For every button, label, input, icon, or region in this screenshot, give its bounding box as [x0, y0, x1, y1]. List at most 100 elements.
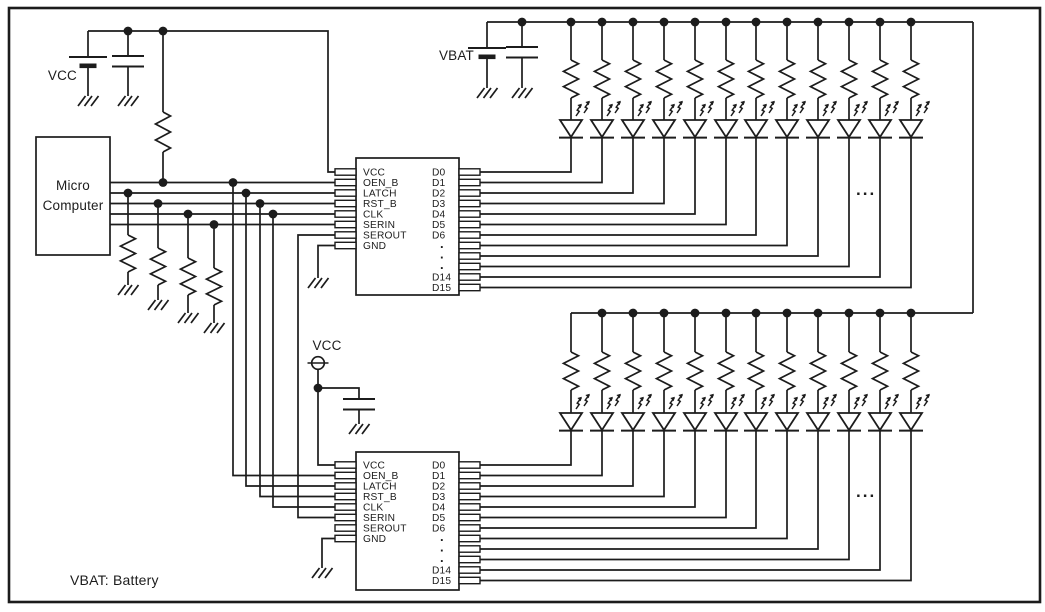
resistor	[716, 59, 736, 99]
wire	[317, 244, 335, 278]
junction-dot	[597, 17, 607, 27]
d-pin-ellipsis-label: .	[440, 540, 444, 555]
d-pin-label: D6	[432, 231, 446, 242]
led-icon	[620, 412, 646, 432]
led-output-wire	[480, 137, 727, 226]
resistor	[901, 351, 921, 391]
junction-dot	[906, 17, 916, 27]
light-arrow-icon	[606, 396, 613, 410]
battery-icon	[468, 47, 506, 60]
light-arrow-icon	[730, 396, 737, 410]
led-icon	[713, 412, 739, 432]
pin-stub	[458, 252, 481, 260]
d-pin-label: D1	[432, 471, 446, 482]
d-pin-label: D4	[432, 210, 446, 221]
junction-dot	[813, 308, 823, 318]
junction-dot	[255, 199, 265, 208]
pin-stub	[458, 482, 481, 490]
junction-dot	[268, 209, 278, 219]
led-output-wire	[480, 430, 665, 498]
led-icon	[558, 119, 584, 139]
d-pin-label: D14	[432, 566, 451, 577]
d-pin-label: D15	[432, 576, 451, 587]
led-output-wire	[480, 430, 881, 571]
junction-dot	[183, 209, 193, 219]
junction-dot	[628, 17, 638, 27]
resistor	[685, 59, 705, 99]
light-arrow-icon	[830, 393, 837, 407]
pin-stub	[458, 545, 481, 553]
junction-dot	[875, 17, 885, 27]
led-output-wire	[480, 430, 603, 477]
led-icon	[682, 119, 708, 139]
resistor	[153, 111, 173, 153]
junction-dot	[123, 188, 133, 198]
resistor	[148, 247, 168, 286]
led-output-wire	[480, 137, 572, 173]
led-icon	[682, 412, 708, 432]
vcc-label: VCC	[48, 68, 77, 83]
pin-label: GND	[363, 534, 386, 545]
pin-stub	[458, 168, 481, 176]
light-arrow-icon	[822, 103, 829, 117]
junction-dot	[123, 26, 133, 36]
d-pin-ellipsis-label: .	[440, 247, 444, 262]
wire	[321, 537, 335, 568]
light-arrow-icon	[614, 393, 621, 407]
pin-stub	[334, 471, 357, 480]
wire	[318, 387, 360, 399]
light-arrow-icon	[707, 100, 714, 114]
led-output-wire	[480, 430, 727, 519]
junction-dot	[209, 220, 219, 229]
light-arrow-icon	[923, 100, 930, 114]
light-arrow-icon	[760, 103, 767, 117]
ground-icon	[348, 423, 371, 435]
pin-label: RST_B	[363, 492, 397, 503]
light-arrow-icon	[668, 103, 675, 117]
d-pin-label: D5	[432, 513, 446, 524]
led-output-wire	[480, 430, 819, 550]
pin-stub	[334, 178, 357, 187]
light-arrow-icon	[892, 393, 899, 407]
resistor	[870, 351, 890, 391]
pin-label: SERIN	[363, 513, 395, 524]
light-arrow-icon	[738, 100, 745, 114]
pin-stub	[458, 231, 481, 239]
d-pin-label: D2	[432, 189, 446, 200]
resistor	[716, 351, 736, 391]
ground-icon	[511, 87, 534, 99]
pin-stub	[458, 461, 481, 469]
pin-label: SEROUT	[363, 231, 407, 242]
serial-chain-wire	[297, 234, 335, 519]
pin-stub	[458, 524, 481, 532]
d-pin-ellipsis-label: .	[440, 236, 444, 251]
d-pin-label: D3	[432, 492, 446, 503]
ground-icon	[476, 87, 499, 99]
junction-dot	[158, 26, 168, 36]
junction-dot	[628, 308, 638, 318]
light-arrow-icon	[676, 100, 683, 114]
led-output-wire	[480, 430, 788, 540]
footnote-label: VBAT: Battery	[70, 572, 159, 588]
led-output-wire	[480, 430, 572, 466]
pin-stub	[334, 189, 357, 197]
junction-dot	[906, 308, 916, 318]
pin-stub	[334, 534, 357, 543]
led-output-wire	[480, 137, 696, 215]
pin-stub	[458, 503, 481, 511]
ground-icon	[307, 277, 330, 289]
micro-computer-label: Computer	[43, 198, 104, 213]
led-output-wire	[480, 430, 850, 561]
led-output-wire	[480, 137, 912, 289]
micro-computer-block	[35, 136, 111, 256]
led-output-wire	[480, 137, 665, 205]
pin-stub	[458, 576, 481, 585]
junction-dot	[721, 308, 731, 318]
ellipsis-label: ...	[856, 180, 876, 199]
ic2-block	[355, 451, 460, 591]
light-arrow-icon	[575, 396, 582, 410]
d-pin-label: D14	[432, 273, 451, 284]
resistor	[685, 351, 705, 391]
led-output-wire	[480, 430, 757, 529]
